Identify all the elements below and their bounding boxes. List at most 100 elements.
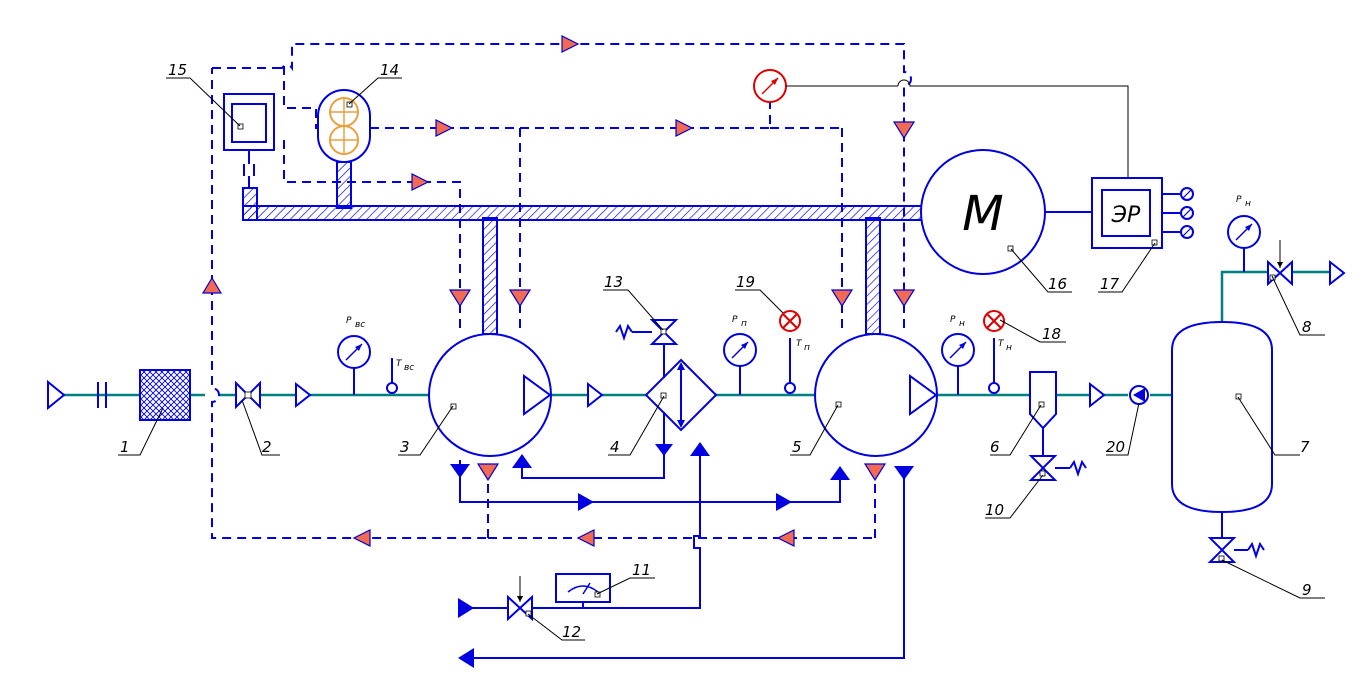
- interstage-pressure-sub: п: [741, 319, 747, 329]
- oil-flowmeter-11: [555, 573, 611, 603]
- inlet-filter: [139, 369, 191, 421]
- label-9: 9: [1302, 581, 1312, 599]
- dashed-arrow-pump-2: [675, 119, 694, 137]
- compressor-stage-2: [814, 333, 938, 457]
- label-5: 5: [792, 438, 802, 456]
- discharge-temp-sub: н: [1006, 343, 1012, 353]
- interstage-temp-sub: п: [804, 343, 810, 353]
- interstage-temp-label: Т: [796, 339, 803, 349]
- label-17: 17: [1100, 275, 1120, 293]
- suction-valve: [235, 380, 261, 410]
- oil-arrow-down-1: [450, 464, 470, 478]
- oil-dashed-upper: [212, 43, 912, 334]
- vessel-pressure-sub: н: [1245, 199, 1251, 209]
- oil-return-dashed-loop: [211, 67, 876, 539]
- dashed-arrow-down-520: [508, 289, 532, 308]
- label-11: 11: [632, 561, 651, 579]
- oil-arrow-up-3: [830, 466, 850, 480]
- receiver-vessel-7: [1171, 320, 1273, 538]
- flow-arrow-up-left: [201, 276, 223, 294]
- inlet-arrow: [47, 379, 66, 411]
- drive-shaft-hatched: [242, 161, 924, 335]
- flow-arrow-left-2: [576, 529, 595, 547]
- suction-pressure-gauge: [337, 335, 371, 395]
- intercooler-drain-arrow: [655, 444, 673, 456]
- flow-arrow-suction: [295, 381, 312, 409]
- dashed-arrow-down-842: [830, 289, 854, 308]
- interstage-thermometer: [784, 338, 796, 394]
- label-12: 12: [562, 623, 581, 641]
- gauge-signal-wire-bump: [897, 79, 1129, 178]
- oil-supply-lines: [459, 452, 905, 659]
- oil-valve-12: [507, 576, 533, 622]
- label-10: 10: [985, 501, 1004, 519]
- label-18: 18: [1042, 325, 1061, 343]
- label-6: 6: [990, 438, 1000, 456]
- flow-arrow-discharge: [1089, 381, 1106, 409]
- control-panel-17: [1091, 177, 1194, 249]
- dashed-arrow-pump-1: [435, 119, 454, 137]
- vessel-pressure-label: Р: [1236, 195, 1242, 205]
- discharge-pressure-sub: н: [959, 319, 965, 329]
- flow-arrow-left-1: [352, 529, 371, 547]
- oil-inlet-arrow: [458, 598, 474, 618]
- vessel-drain-valve-9: [1207, 537, 1265, 563]
- oil-pressure-gauge-top: [753, 69, 787, 103]
- drain-valve-10: [1028, 455, 1087, 481]
- discharge-alarm-18: [983, 310, 1005, 332]
- control-panel-text: ЭР: [1111, 203, 1141, 228]
- outlet-valve-8: [1267, 240, 1293, 287]
- oil-outlet-arrow: [458, 648, 474, 668]
- compressor-stage-1: [428, 333, 552, 457]
- dashed-arrow-down-904b: [892, 289, 916, 308]
- inlet-flange: [97, 382, 107, 408]
- label-4: 4: [610, 438, 620, 456]
- interstage-pressure-gauge: [723, 333, 757, 395]
- dashed-arrow-pump-3: [411, 173, 430, 191]
- item-labels: 1 2 3 4 5 6 7 8 9 10 11 12 13 14 15 16 1…: [120, 61, 1312, 641]
- oil-pump-14: [317, 89, 371, 163]
- label-2: 2: [262, 438, 272, 456]
- relief-valve-13: [615, 319, 679, 345]
- discharge-temp-label: Т: [998, 339, 1005, 349]
- oil-arrow-right-2: [776, 493, 792, 511]
- label-1: 1: [120, 438, 130, 456]
- check-valve-20: [1129, 385, 1149, 405]
- dashed-arrow-down-488: [476, 463, 500, 482]
- label-3: 3: [400, 438, 410, 456]
- label-16: 16: [1048, 275, 1067, 293]
- flow-arrow-stage1-out: [587, 381, 604, 409]
- oil-arrow-up-1: [512, 454, 532, 468]
- label-19: 19: [736, 273, 755, 291]
- label-8: 8: [1302, 318, 1312, 336]
- discharge-pressure-label: Р: [950, 315, 956, 325]
- label-14: 14: [380, 61, 399, 79]
- discharge-pressure-gauge: [941, 333, 975, 395]
- suction-thermometer: [386, 358, 398, 394]
- interstage-pressure-label: Р: [732, 315, 738, 325]
- vessel-pressure-gauge: [1227, 215, 1261, 272]
- outlet-arrow: [1329, 259, 1346, 287]
- suction-temp-sub: вс: [404, 363, 414, 373]
- suction-pressure-sub: вс: [355, 320, 365, 330]
- label-7: 7: [1300, 438, 1310, 456]
- dashed-arrow-down-875: [863, 463, 887, 482]
- oil-arrow-right-1: [578, 493, 594, 511]
- oil-separator-6: [1029, 371, 1057, 456]
- leader-lines: [118, 77, 1325, 641]
- dashed-arrow-top: [561, 35, 580, 53]
- oil-arrow-up-2: [690, 442, 710, 456]
- intercooler: [644, 358, 718, 432]
- label-13: 13: [604, 273, 623, 291]
- suction-pressure-label: Р: [346, 316, 352, 326]
- interstage-alarm-19: [779, 310, 801, 332]
- oil-tank-15: [223, 93, 275, 188]
- dashed-arrow-down-904: [892, 121, 916, 140]
- label-15: 15: [168, 61, 187, 79]
- dashed-arrow-down-460: [448, 289, 472, 308]
- motor-16: [920, 149, 1046, 275]
- label-20: 20: [1106, 438, 1125, 456]
- discharge-thermometer: [988, 338, 1000, 394]
- suction-temp-label: Т: [396, 359, 403, 369]
